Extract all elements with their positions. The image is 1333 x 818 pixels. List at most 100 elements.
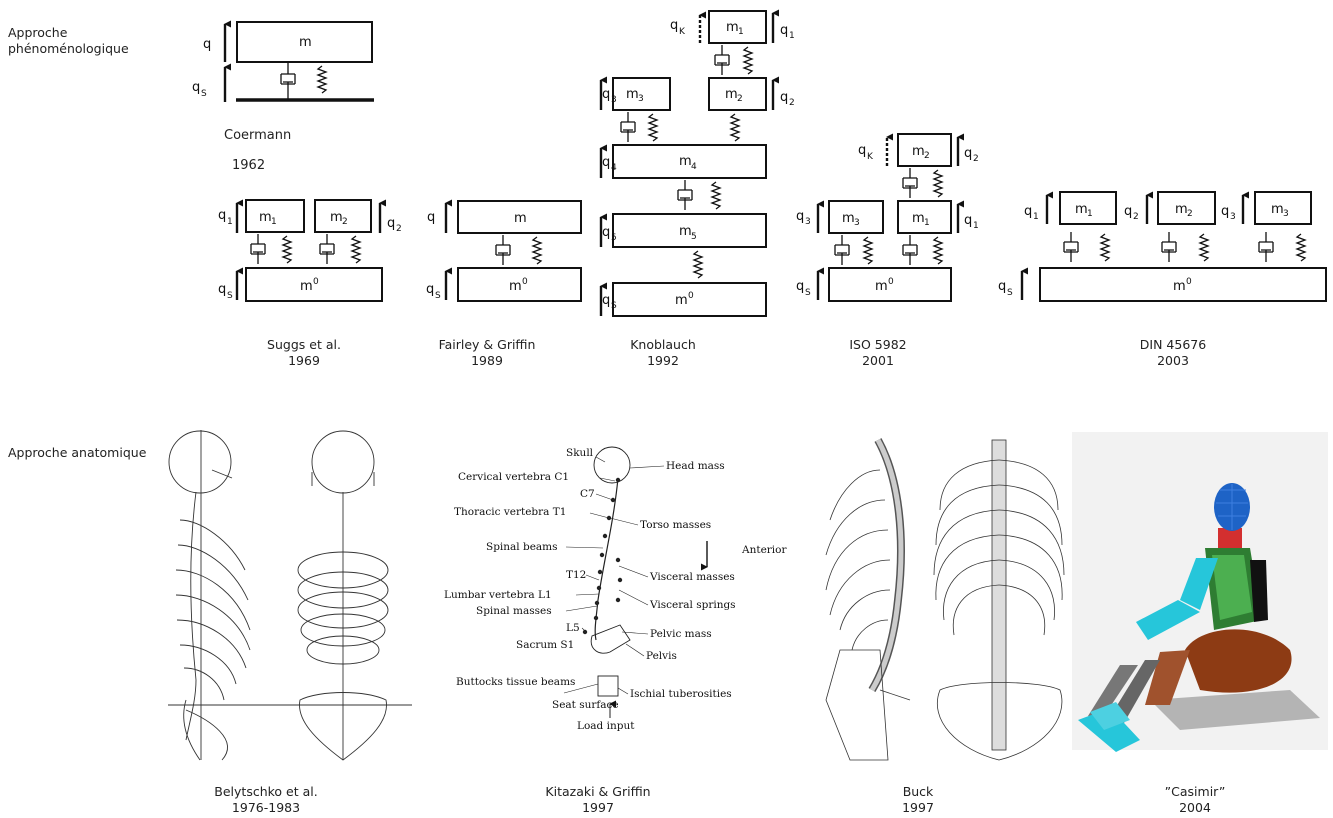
q-label: q bbox=[192, 80, 200, 95]
svg-text:m: m bbox=[514, 211, 527, 226]
spring-icon bbox=[731, 114, 739, 141]
svg-text:4: 4 bbox=[611, 163, 617, 173]
svg-text:q: q bbox=[998, 279, 1006, 294]
svg-text:5: 5 bbox=[611, 233, 617, 243]
label-t1: Thoracic vertebra T1 bbox=[454, 506, 566, 518]
svg-text:3: 3 bbox=[1283, 209, 1289, 219]
svg-text:2: 2 bbox=[342, 217, 348, 227]
label-skull: Skull bbox=[566, 447, 594, 459]
svg-text:0: 0 bbox=[688, 291, 694, 301]
mass-block bbox=[246, 200, 304, 232]
spring-icon bbox=[283, 236, 291, 263]
spring-icon bbox=[1200, 234, 1208, 261]
svg-text:q: q bbox=[602, 225, 610, 240]
svg-text:S: S bbox=[1007, 288, 1013, 298]
spinal-mass-dots bbox=[583, 478, 622, 634]
svg-text:1: 1 bbox=[789, 31, 795, 41]
svg-text:m: m bbox=[875, 279, 888, 294]
svg-text:0: 0 bbox=[522, 277, 528, 287]
svg-text:1: 1 bbox=[271, 217, 277, 227]
damper-icon bbox=[835, 235, 849, 265]
svg-text:S: S bbox=[435, 291, 441, 301]
din-45676-model: m 1 m 2 m 3 m 0 q 1 q 2 q 3 q S bbox=[998, 192, 1326, 301]
svg-text:1: 1 bbox=[1087, 209, 1093, 219]
damper-icon bbox=[281, 64, 295, 94]
neck bbox=[1218, 528, 1242, 548]
buttocks-tissue-box bbox=[598, 676, 618, 696]
svg-text:q: q bbox=[602, 293, 610, 308]
svg-text:4: 4 bbox=[691, 162, 697, 172]
svg-text:K: K bbox=[867, 152, 874, 162]
svg-text:q: q bbox=[796, 209, 804, 224]
svg-text:m: m bbox=[1075, 202, 1088, 217]
knoblauch-model: m 1 m 3 m 2 m 4 m 5 m 0 q K q 1 q 3 q 2 bbox=[601, 11, 795, 316]
svg-text:1: 1 bbox=[738, 27, 744, 37]
svg-text:q: q bbox=[218, 208, 226, 223]
mass-block bbox=[829, 201, 883, 233]
svg-text:5: 5 bbox=[691, 232, 697, 242]
label-load-input: Load input bbox=[577, 720, 635, 732]
svg-text:q: q bbox=[602, 155, 610, 170]
svg-text:3: 3 bbox=[611, 95, 617, 105]
svg-text:q: q bbox=[602, 87, 610, 102]
svg-text:m: m bbox=[912, 144, 925, 159]
label-pelvis: Pelvis bbox=[646, 650, 677, 662]
damper-icon bbox=[903, 168, 917, 198]
label-c1: Cervical vertebra C1 bbox=[458, 471, 569, 483]
spring-icon bbox=[1101, 234, 1109, 261]
label-s1: Sacrum S1 bbox=[516, 639, 574, 651]
coermann-model: m q q S bbox=[192, 22, 374, 102]
svg-text:q: q bbox=[1024, 204, 1032, 219]
label-visceral-springs: Visceral springs bbox=[649, 599, 736, 611]
fairley-model: m m 0 q q S bbox=[426, 201, 581, 301]
svg-text:q: q bbox=[858, 143, 866, 158]
label-anterior: Anterior bbox=[741, 544, 787, 556]
damper-icon bbox=[320, 234, 334, 264]
iso-5982-model: m 2 m 3 m 1 m 0 q K q 2 q 3 q 1 q S bbox=[796, 134, 979, 301]
label-spinal-beams: Spinal beams bbox=[486, 541, 558, 553]
svg-text:q: q bbox=[1221, 204, 1229, 219]
svg-text:2: 2 bbox=[789, 98, 795, 108]
svg-text:0: 0 bbox=[1186, 277, 1192, 287]
svg-text:2: 2 bbox=[737, 94, 743, 104]
label-head-mass: Head mass bbox=[666, 460, 725, 472]
svg-text:S: S bbox=[805, 288, 811, 298]
svg-text:m: m bbox=[679, 154, 692, 169]
svg-text:m: m bbox=[1271, 202, 1284, 217]
svg-text:m: m bbox=[259, 210, 272, 225]
buck-skeleton-illustration bbox=[826, 440, 1064, 760]
spring-icon bbox=[694, 251, 702, 278]
label-ischial: Ischial tuberosities bbox=[630, 688, 732, 700]
svg-text:m: m bbox=[725, 87, 738, 102]
spring-icon bbox=[649, 114, 657, 141]
svg-text:2: 2 bbox=[396, 224, 402, 234]
damper-icon bbox=[903, 235, 917, 265]
spring-icon bbox=[744, 47, 752, 74]
spring-icon bbox=[934, 170, 942, 197]
svg-text:2: 2 bbox=[973, 154, 979, 164]
kitazaki-griffin-diagram: Skull Cervical vertebra C1 C7 Thoracic v… bbox=[444, 447, 787, 732]
label-visceral-masses: Visceral masses bbox=[649, 571, 735, 583]
damper-icon bbox=[496, 235, 510, 265]
svg-text:1: 1 bbox=[227, 217, 233, 227]
svg-text:m: m bbox=[912, 211, 925, 226]
svg-text:m: m bbox=[842, 211, 855, 226]
spring-icon bbox=[712, 182, 720, 209]
mass-label: m bbox=[300, 279, 313, 294]
svg-text:3: 3 bbox=[1230, 212, 1236, 222]
damper-icon bbox=[715, 45, 729, 75]
label-torso-masses: Torso masses bbox=[640, 519, 711, 531]
svg-text:K: K bbox=[679, 27, 686, 37]
svg-text:q: q bbox=[427, 210, 435, 225]
svg-text:m: m bbox=[679, 224, 692, 239]
svg-text:q: q bbox=[670, 18, 678, 33]
svg-text:m: m bbox=[330, 210, 343, 225]
svg-text:0: 0 bbox=[888, 277, 894, 287]
q-subscript: S bbox=[201, 89, 207, 99]
svg-text:2: 2 bbox=[1187, 209, 1193, 219]
casimir-dummy-illustration bbox=[1072, 432, 1328, 752]
svg-text:2: 2 bbox=[1133, 212, 1139, 222]
belytschko-skeleton-illustration bbox=[168, 430, 412, 760]
label-l1: Lumbar vertebra L1 bbox=[444, 589, 552, 601]
damper-icon bbox=[678, 180, 692, 210]
